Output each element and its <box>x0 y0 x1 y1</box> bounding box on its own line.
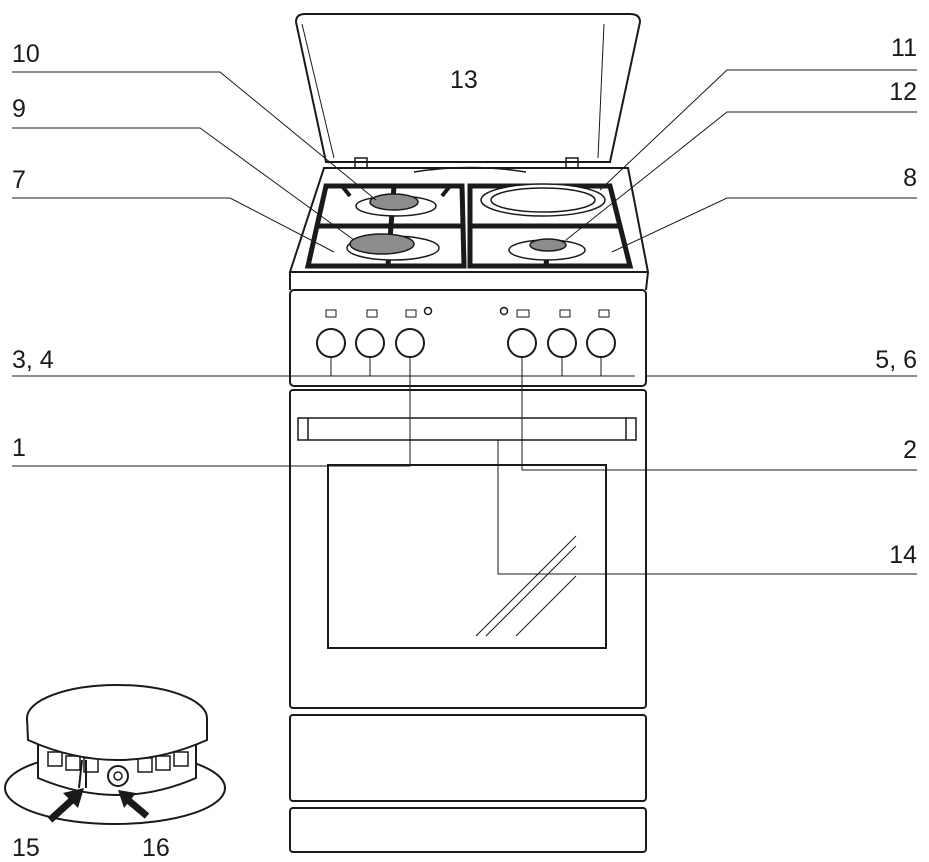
oven-door-handle[interactable] <box>297 417 637 441</box>
callout-15: 15 <box>12 834 40 862</box>
burner-auxiliary <box>355 193 437 217</box>
control-panel <box>289 271 649 387</box>
burner-detail-inset <box>4 684 226 825</box>
oven-door-window <box>327 464 607 649</box>
electric-hotplate <box>480 183 606 217</box>
callout-16: 16 <box>142 834 170 862</box>
arrow-ignition-plug <box>118 790 150 819</box>
knob-symbols <box>325 309 610 318</box>
callout-13: 13 <box>450 66 478 94</box>
pan-support-left <box>304 183 467 269</box>
callout-1: 1 <box>12 434 26 462</box>
knob-2[interactable] <box>355 328 385 358</box>
leader-lines <box>12 69 917 575</box>
knob-5[interactable] <box>547 328 577 358</box>
knob-6[interactable] <box>586 328 616 358</box>
indicator-lamp-right <box>499 306 509 316</box>
indicator-lamp-left <box>423 306 433 316</box>
callout-2: 2 <box>903 436 917 464</box>
storage-drawer[interactable] <box>289 714 647 853</box>
callout-12: 12 <box>889 78 917 106</box>
burner-rapid <box>346 233 440 261</box>
callout-8: 8 <box>903 164 917 192</box>
knob-3[interactable] <box>395 328 425 358</box>
burner-semi-rapid <box>508 238 586 261</box>
callout-10: 10 <box>12 40 40 68</box>
callout-7: 7 <box>12 166 26 194</box>
callout-11: 11 <box>891 34 917 62</box>
knob-4[interactable] <box>507 328 537 358</box>
oven-body <box>289 389 647 709</box>
lid <box>294 13 642 163</box>
callout-14: 14 <box>889 541 917 569</box>
callout-9: 9 <box>12 95 26 123</box>
callout-3-4: 3, 4 <box>12 346 54 374</box>
knob-1[interactable] <box>316 328 346 358</box>
arrow-thermocouple <box>47 788 84 823</box>
callout-5-6: 5, 6 <box>875 346 917 374</box>
